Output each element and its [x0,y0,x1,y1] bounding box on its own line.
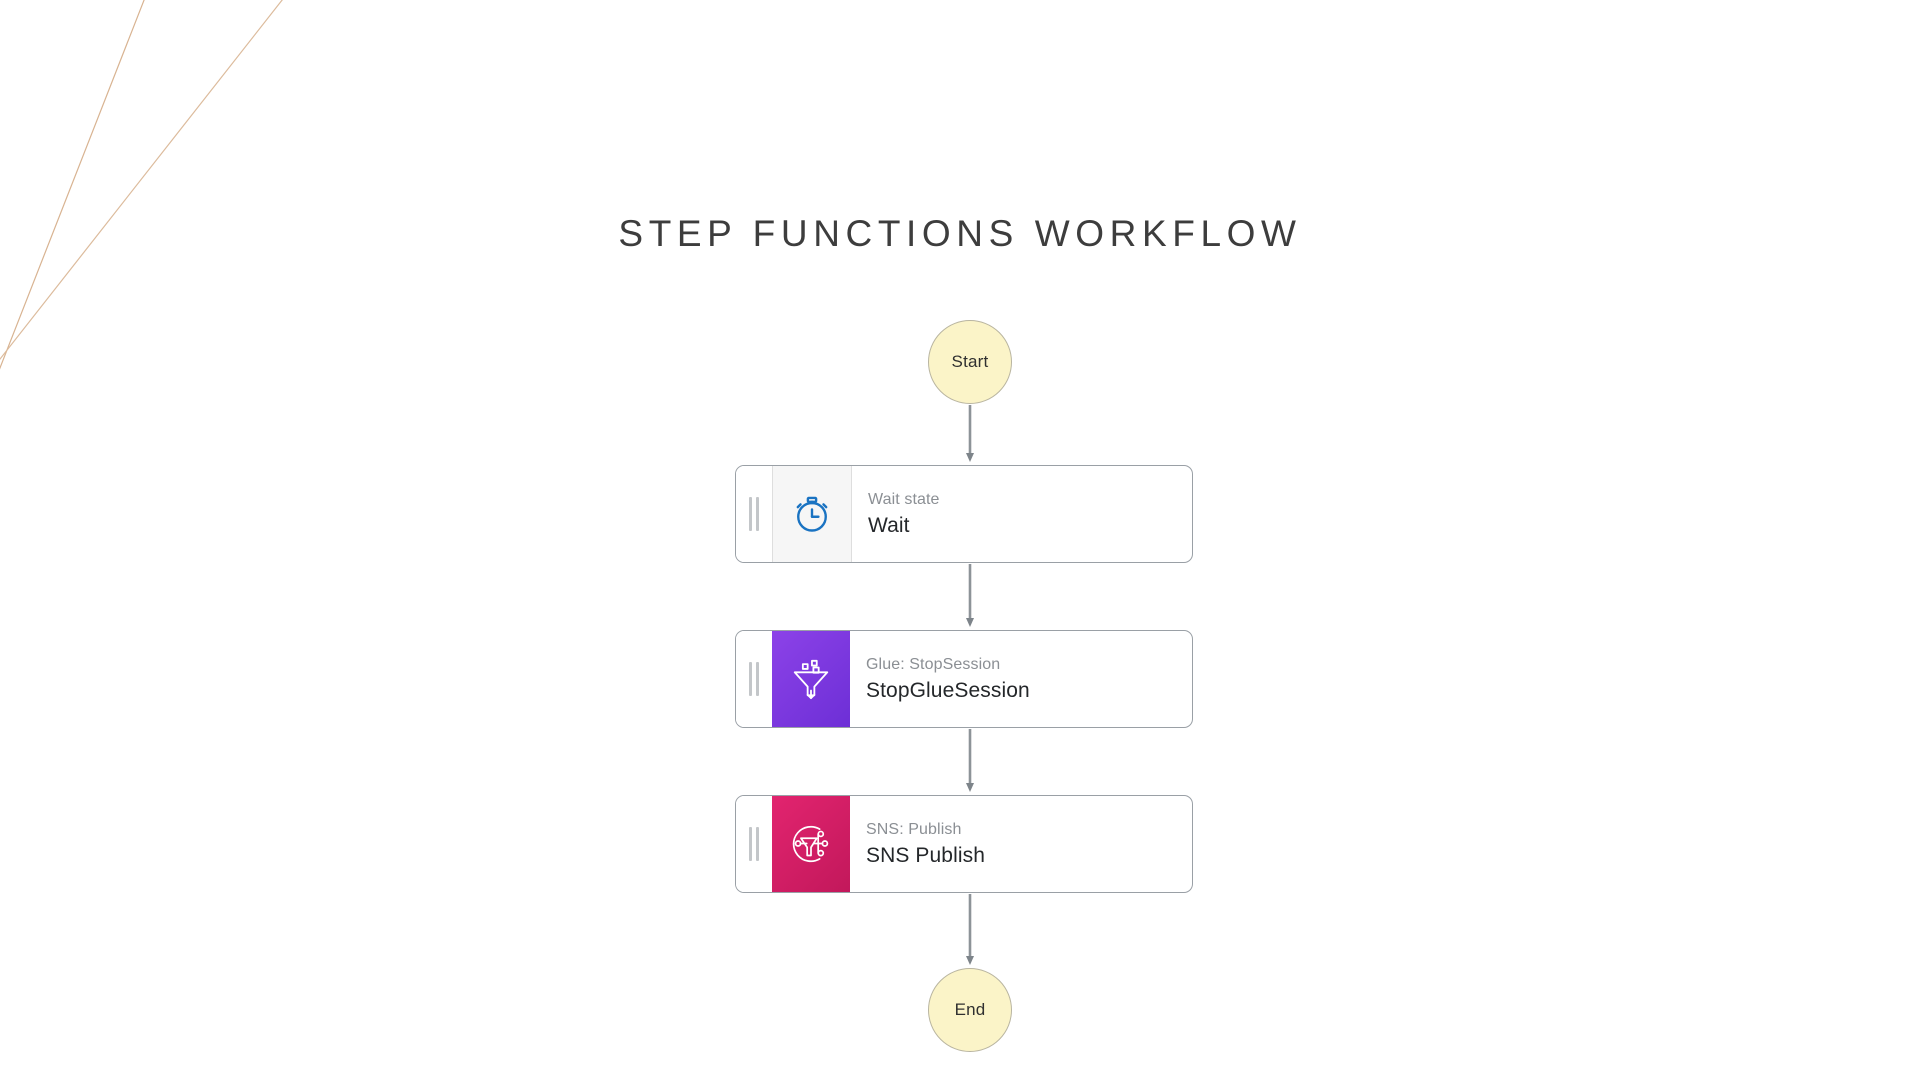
page-title: STEP FUNCTIONS WORKFLOW [618,213,1302,254]
state-card-text: Glue: StopSession StopGlueSession [850,631,1192,727]
state-card-text: SNS: Publish SNS Publish [850,796,1192,892]
drag-handle-icon[interactable] [736,466,772,562]
state-subtitle: Wait state [868,491,940,509]
end-node-label: End [954,1000,986,1019]
state-title: SNS Publish [866,843,985,867]
state-title: Wait [868,513,910,537]
aws-sns-megaphone-icon [772,796,850,892]
state-subtitle: Glue: StopSession [866,656,1001,674]
state-card-sns[interactable]: SNS: Publish SNS Publish [735,795,1193,893]
state-card-glue[interactable]: Glue: StopSession StopGlueSession [735,630,1193,728]
state-subtitle: SNS: Publish [866,821,962,839]
aws-glue-funnel-icon [772,631,850,727]
start-node-label: Start [951,352,989,371]
state-title: StopGlueSession [866,678,1030,702]
start-node[interactable]: Start [928,320,1012,404]
drag-handle-icon[interactable] [736,796,772,892]
state-card-wait[interactable]: Wait state Wait [735,465,1193,563]
state-card-text: Wait state Wait [852,466,1192,562]
stopwatch-icon [772,466,852,562]
end-node[interactable]: End [928,968,1012,1052]
drag-handle-icon[interactable] [736,631,772,727]
